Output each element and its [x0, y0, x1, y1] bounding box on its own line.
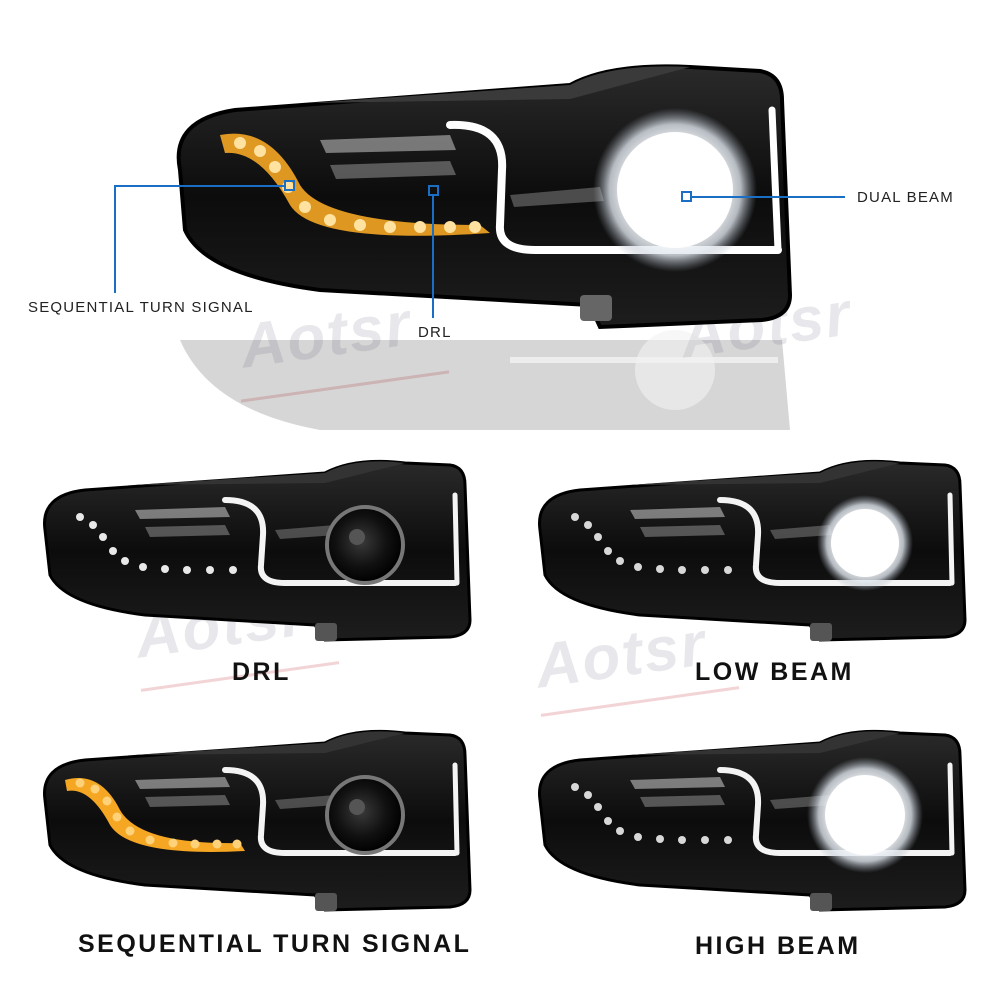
callout-sequential-turn-signal: SEQUENTIAL TURN SIGNAL: [28, 299, 254, 316]
hero-headlight-image: [176, 64, 793, 330]
callout-drl: DRL: [418, 324, 452, 341]
headlight-low-beam-image: [520, 455, 970, 645]
callout-lines: [114, 180, 845, 318]
caption-drl: DRL: [232, 658, 291, 686]
caption-sequential-turn-signal: SEQUENTIAL TURN SIGNAL: [78, 930, 472, 958]
hero-reflection: [180, 330, 790, 430]
headlight-turn-signal-image: [25, 725, 475, 915]
headlight-high-beam-image: [520, 725, 970, 915]
caption-high-beam: HIGH BEAM: [695, 932, 861, 960]
callout-dual-beam: DUAL BEAM: [857, 189, 954, 206]
caption-low-beam: LOW BEAM: [695, 658, 854, 686]
headlight-drl-image: [25, 455, 475, 645]
